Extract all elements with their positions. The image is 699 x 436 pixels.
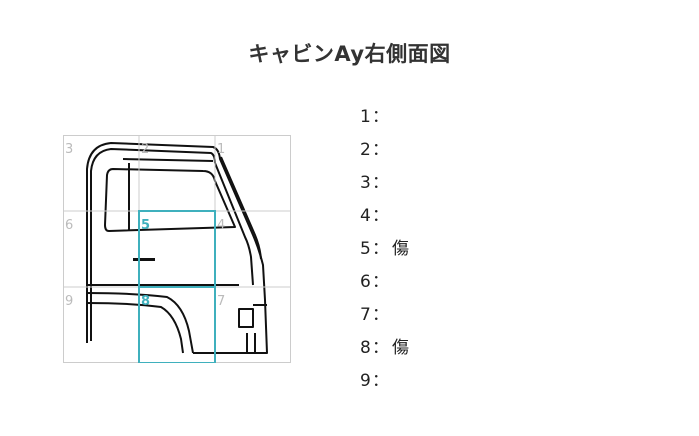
item-separator: ：: [372, 338, 389, 358]
list-item: 7：: [360, 303, 409, 336]
list-item: 2：: [360, 138, 409, 171]
item-number: 8: [360, 338, 371, 358]
item-separator: ：: [372, 206, 389, 226]
cell-8-highlight[interactable]: [138, 286, 216, 363]
item-separator: ：: [372, 140, 389, 160]
grid-label-8: 8: [141, 294, 150, 309]
grid-label-2: 2: [141, 142, 149, 157]
page-title: キャビンAy右側面図: [248, 42, 451, 66]
item-value: 傷: [392, 239, 409, 259]
grid-label-5: 5: [141, 218, 150, 233]
item-number: 5: [360, 239, 371, 259]
item-number: 6: [360, 272, 371, 292]
item-number: 7: [360, 305, 371, 325]
grid-label-4: 4: [217, 218, 225, 233]
cabin-outline: [86, 142, 268, 354]
grid-label-6: 6: [65, 218, 73, 233]
item-separator: ：: [372, 239, 389, 259]
item-value: 傷: [392, 338, 409, 358]
grid-label-7: 7: [217, 294, 225, 309]
list-item: 5：傷: [360, 237, 409, 270]
item-separator: ：: [372, 107, 389, 127]
list-item: 4：: [360, 204, 409, 237]
list-item: 1：: [360, 105, 409, 138]
door-handle: [133, 258, 155, 261]
cell-5-highlight[interactable]: [138, 210, 216, 288]
list-item: 3：: [360, 171, 409, 204]
damage-list: 1： 2： 3： 4： 5：傷 6： 7： 8：傷 9：: [360, 105, 409, 402]
list-item: 6：: [360, 270, 409, 303]
cabin-diagram: 3 2 1 6 5 4 9 8 7: [63, 135, 291, 363]
cabin-side-view: 3 2 1 6 5 4 9 8 7: [63, 135, 291, 363]
list-item: 9：: [360, 369, 409, 402]
grid-label-1: 1: [217, 142, 225, 157]
grid-label-9: 9: [65, 294, 73, 309]
list-item: 8：傷: [360, 336, 409, 369]
item-number: 9: [360, 371, 371, 391]
item-separator: ：: [372, 371, 389, 391]
item-number: 2: [360, 140, 371, 160]
item-number: 4: [360, 206, 371, 226]
item-separator: ：: [372, 272, 389, 292]
item-separator: ：: [372, 173, 389, 193]
item-number: 3: [360, 173, 371, 193]
grid-label-3: 3: [65, 142, 73, 157]
item-separator: ：: [372, 305, 389, 325]
item-number: 1: [360, 107, 371, 127]
